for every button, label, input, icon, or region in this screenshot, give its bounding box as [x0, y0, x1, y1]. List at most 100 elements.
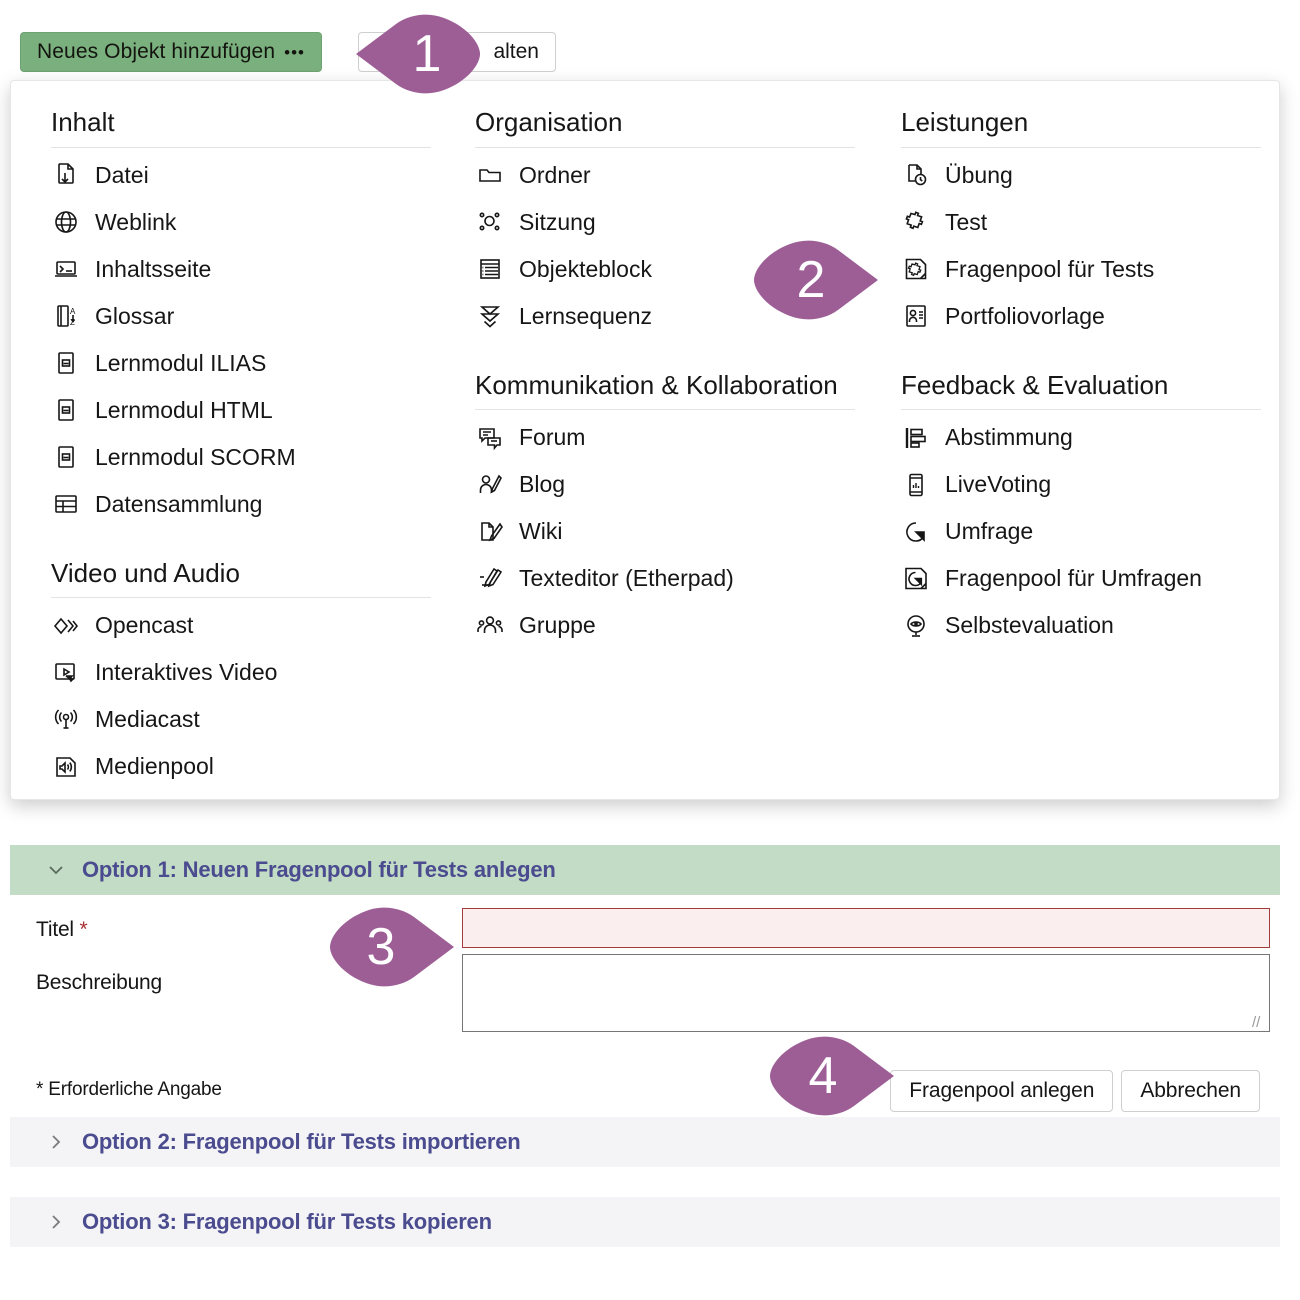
file-download-icon — [51, 160, 81, 190]
menu-item-label: LiveVoting — [945, 471, 1052, 498]
learning-module-icon — [51, 395, 81, 425]
group-organisation: Organisation Ordner — [475, 107, 855, 340]
group-title: Leistungen — [901, 107, 1029, 137]
dropdown-column-3: Leistungen Übung — [901, 107, 1261, 649]
object-block-list-icon — [475, 254, 505, 284]
menu-item-forum[interactable]: Forum — [475, 414, 855, 461]
menu-item-medienpool[interactable]: Medienpool — [51, 743, 431, 790]
glossary-az-icon: A Z — [51, 301, 81, 331]
menu-item-ordner[interactable]: Ordner — [475, 152, 855, 199]
callout-marker-1: 1 — [352, 6, 482, 102]
menu-item-texteditor-etherpad[interactable]: Texteditor (Etherpad) — [475, 555, 855, 602]
table-grid-icon — [51, 489, 81, 519]
create-question-pool-form: Option 1: Neuen Fragenpool für Tests anl… — [10, 845, 1280, 1247]
group-title: Kommunikation & Kollaboration — [475, 369, 838, 400]
menu-item-gruppe[interactable]: Gruppe — [475, 602, 855, 649]
title-input[interactable] — [462, 908, 1270, 948]
menu-item-wiki[interactable]: Wiki — [475, 508, 855, 555]
option-1-title: Option 1: Neuen Fragenpool für Tests anl… — [82, 857, 556, 882]
create-question-pool-button[interactable]: Fragenpool anlegen — [890, 1070, 1114, 1112]
survey-pie-icon — [901, 517, 931, 547]
menu-item-interaktives-video[interactable]: Interaktives Video — [51, 649, 431, 696]
cancel-button[interactable]: Abbrechen — [1121, 1070, 1260, 1112]
learning-module-icon — [51, 348, 81, 378]
menu-item-label: Glossar — [95, 302, 175, 329]
menu-item-datensammlung[interactable]: Datensammlung — [51, 481, 431, 528]
folder-icon — [475, 160, 505, 190]
menu-item-label: Lernmodul SCORM — [95, 443, 296, 470]
group-divider — [901, 146, 1261, 148]
menu-item-opencast[interactable]: Opencast — [51, 602, 431, 649]
ellipsis-icon: ••• — [284, 42, 305, 62]
menu-item-sitzung[interactable]: Sitzung — [475, 199, 855, 246]
menu-item-label: Lernsequenz — [519, 302, 652, 329]
puzzle-piece-icon — [901, 207, 931, 237]
group-title: Organisation — [475, 107, 623, 137]
add-new-object-label: Neues Objekt hinzufügen — [37, 40, 276, 63]
group-divider — [475, 409, 855, 411]
menu-item-lernmodul-ilias[interactable]: Lernmodul ILIAS — [51, 340, 431, 387]
menu-item-glossar[interactable]: A Z Glossar — [51, 293, 431, 340]
menu-item-label: Fragenpool für Tests — [945, 255, 1155, 282]
menu-item-label: Opencast — [95, 612, 194, 639]
menu-item-datei[interactable]: Datei — [51, 152, 431, 199]
menu-item-label: Texteditor (Etherpad) — [519, 565, 734, 592]
group-feedback-evaluation: Feedback & Evaluation Abstimmung — [901, 370, 1261, 650]
group-kommunikation-kollaboration: Kommunikation & Kollaboration Forum — [475, 370, 855, 650]
menu-item-fragenpool-fuer-umfragen[interactable]: Fragenpool für Umfragen — [901, 555, 1261, 602]
menu-item-label: Selbstevaluation — [945, 612, 1114, 639]
menu-item-lernmodul-html[interactable]: Lernmodul HTML — [51, 387, 431, 434]
chevron-down-icon — [46, 860, 66, 880]
chevron-right-icon — [46, 1132, 66, 1152]
menu-item-umfrage[interactable]: Umfrage — [901, 508, 1261, 555]
menu-item-uebung[interactable]: Übung — [901, 152, 1261, 199]
learning-module-icon — [51, 442, 81, 472]
group-title: Feedback & Evaluation — [901, 369, 1169, 400]
add-new-object-button[interactable]: Neues Objekt hinzufügen ••• — [20, 32, 322, 72]
group-title: Video und Audio — [51, 557, 240, 588]
menu-item-label: Übung — [945, 161, 1013, 188]
menu-item-label: Medienpool — [95, 753, 214, 780]
menu-item-label: Interaktives Video — [95, 659, 278, 686]
resize-grip-icon[interactable]: // — [1252, 1014, 1261, 1031]
group-video-und-audio: Video und Audio Opencast — [51, 558, 431, 791]
livevoting-phone-icon — [901, 470, 931, 500]
description-field-label: Beschreibung — [36, 971, 162, 995]
option-2-header[interactable]: Option 2: Fragenpool für Tests importier… — [10, 1117, 1280, 1167]
menu-item-label: Ordner — [519, 161, 591, 188]
menu-item-weblink[interactable]: Weblink — [51, 199, 431, 246]
option-3-title: Option 3: Fragenpool für Tests kopieren — [82, 1209, 492, 1234]
menu-item-label: Lernmodul HTML — [95, 396, 273, 423]
menu-item-blog[interactable]: Blog — [475, 461, 855, 508]
manage-button-label: alten — [493, 40, 539, 63]
menu-item-portfoliovorlage[interactable]: Portfoliovorlage — [901, 293, 1261, 340]
menu-item-livevoting[interactable]: LiveVoting — [901, 461, 1261, 508]
svg-text:A: A — [70, 307, 76, 316]
menu-item-label: Test — [945, 208, 988, 235]
menu-item-label: Sitzung — [519, 208, 596, 235]
menu-item-test[interactable]: Test — [901, 199, 1261, 246]
menu-item-fragenpool-fuer-tests[interactable]: Fragenpool für Tests — [901, 246, 1261, 293]
interactive-video-icon — [51, 658, 81, 688]
globe-link-icon — [51, 207, 81, 237]
exercise-clock-icon — [901, 160, 931, 190]
callout-marker-3: 3 — [328, 899, 458, 995]
menu-item-mediacast[interactable]: Mediacast — [51, 696, 431, 743]
etherpad-pencil-icon — [475, 564, 505, 594]
menu-item-selbstevaluation[interactable]: Selbstevaluation — [901, 602, 1261, 649]
menu-item-objekteblock[interactable]: Objekteblock — [475, 246, 855, 293]
description-textarea[interactable] — [462, 954, 1270, 1032]
option-1-header[interactable]: Option 1: Neuen Fragenpool für Tests anl… — [10, 845, 1280, 895]
callout-marker-3-number: 3 — [366, 918, 396, 976]
description-label-text: Beschreibung — [36, 971, 163, 994]
menu-item-abstimmung[interactable]: Abstimmung — [901, 414, 1261, 461]
group-divider — [475, 146, 855, 148]
group-title: Inhalt — [51, 107, 115, 137]
svg-text:Z: Z — [70, 318, 75, 327]
menu-item-lernsequenz[interactable]: Lernsequenz — [475, 293, 855, 340]
option-3-header[interactable]: Option 3: Fragenpool für Tests kopieren — [10, 1197, 1280, 1247]
menu-item-inhaltsseite[interactable]: Inhaltsseite — [51, 246, 431, 293]
menu-item-label: Inhaltsseite — [95, 255, 212, 282]
menu-item-label: Gruppe — [519, 612, 596, 639]
menu-item-lernmodul-scorm[interactable]: Lernmodul SCORM — [51, 434, 431, 481]
